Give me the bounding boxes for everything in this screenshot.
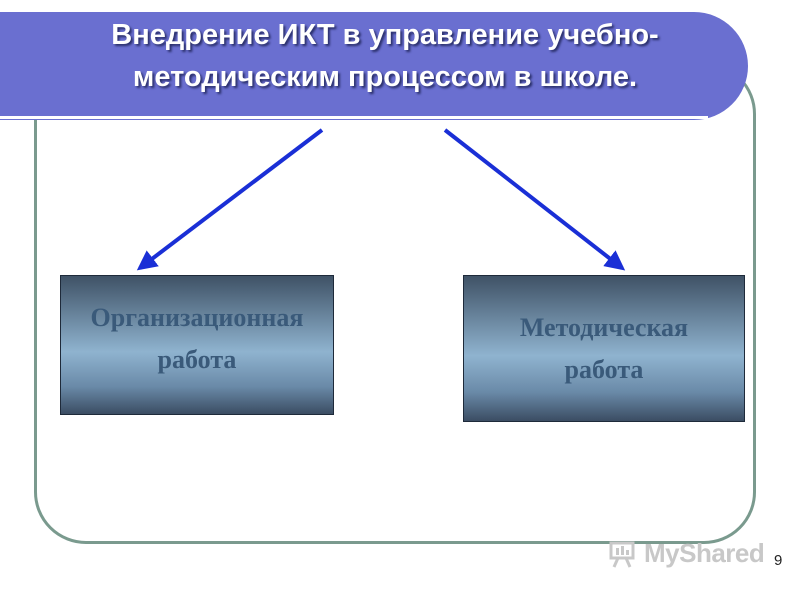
title-underline (0, 116, 708, 119)
methodical-work-box: Методическая работа (463, 275, 745, 422)
organizational-label-line-1: Организационная (90, 303, 304, 332)
title-line-2: методическим процессом в школе. (132, 61, 638, 93)
watermark-text: MyShared (644, 538, 765, 568)
organizational-work-box: Организационная работа (60, 275, 334, 415)
organizational-label-line-2: работа (157, 345, 237, 374)
title-banner (0, 12, 748, 120)
presentation-board-icon (609, 541, 635, 568)
slide-title: Внедрение ИКТ в управление учебно- метод… (40, 14, 730, 98)
arrow-to-methodical (443, 128, 626, 271)
title-line-1: Внедрение ИКТ в управление учебно- (111, 19, 659, 51)
methodical-label-line-1: Методическая (519, 312, 689, 342)
myshared-watermark: MyShared (608, 538, 765, 569)
methodical-label-line-2: работа (564, 354, 644, 384)
page-number: 9 (774, 552, 783, 569)
arrow-to-organizational (136, 128, 324, 271)
